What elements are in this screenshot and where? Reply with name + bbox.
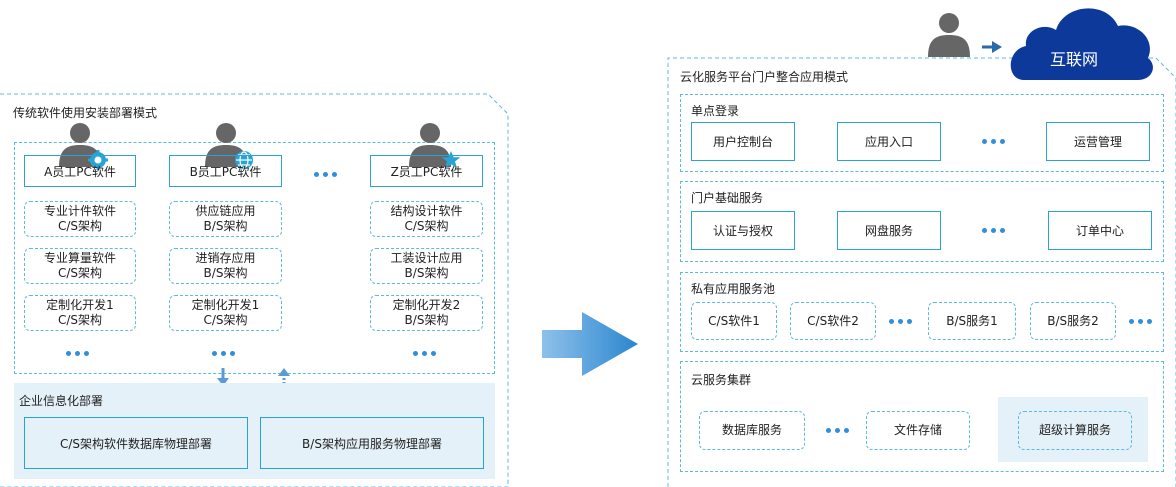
arrow-right-icon	[982, 41, 1002, 53]
operations-box[interactable]: 运营管理	[1046, 122, 1150, 161]
user-console-box[interactable]: 用户控制台	[691, 122, 795, 161]
star-icon	[441, 151, 461, 168]
pool-more-dots	[1129, 319, 1152, 324]
portal-title: 门户基础服务	[691, 191, 764, 205]
order-center-box[interactable]: 订单中心	[1048, 211, 1152, 250]
supercompute-box[interactable]: 超级计算服务	[1018, 411, 1132, 450]
sso-section	[680, 94, 1164, 172]
employee-a-software: A员工PC软件	[24, 155, 136, 187]
cluster-more-dots	[826, 428, 849, 433]
gear-icon	[88, 150, 108, 170]
user-icon	[409, 123, 451, 167]
portal-more-dots	[982, 228, 1005, 233]
user-icon	[928, 13, 970, 57]
sso-title: 单点登录	[691, 104, 740, 118]
transition-arrow-icon	[542, 312, 638, 376]
pool-more-dots	[889, 319, 912, 324]
app-pool-title: 私有应用服务池	[691, 282, 776, 296]
arrow-down-icon	[217, 368, 229, 386]
portal-section	[680, 181, 1164, 262]
pool-item[interactable]: C/S软件2	[790, 302, 876, 340]
internet-label: 互联网	[1050, 50, 1099, 69]
right-panel-title: 云化服务平台门户整合应用模式	[680, 70, 849, 84]
pool-item[interactable]: B/S服务2	[1030, 302, 1116, 340]
bs-service-deploy: B/S架构应用服务物理部署	[260, 417, 484, 469]
cloud-icon	[1010, 8, 1153, 80]
column-more-dots	[212, 351, 235, 356]
enterprise-title: 企业信息化部署	[19, 394, 104, 408]
auth-box[interactable]: 认证与授权	[691, 211, 795, 250]
employee-more-dots	[314, 172, 337, 177]
column-more-dots	[413, 351, 436, 356]
pool-item[interactable]: C/S软件1	[691, 302, 777, 340]
app-pool-section	[680, 272, 1164, 352]
database-service-box[interactable]: 数据库服务	[699, 411, 805, 450]
app-entry-box[interactable]: 应用入口	[837, 122, 941, 161]
employee-software-area	[14, 142, 495, 374]
file-storage-box[interactable]: 文件存储	[866, 411, 970, 450]
sso-more-dots	[982, 139, 1005, 144]
cs-database-deploy: C/S架构软件数据库物理部署	[24, 417, 248, 469]
employee-b-software: B员工PC软件	[169, 155, 282, 187]
employee-z-software: Z员工PC软件	[370, 155, 483, 187]
pool-item[interactable]: B/S服务1	[928, 302, 1016, 340]
cloud-cluster-section	[680, 361, 1164, 472]
left-panel-title: 传统软件使用安装部署模式	[13, 106, 158, 120]
cloud-cluster-title: 云服务集群	[691, 373, 752, 387]
netdisk-box[interactable]: 网盘服务	[837, 211, 941, 250]
column-more-dots	[66, 351, 89, 356]
